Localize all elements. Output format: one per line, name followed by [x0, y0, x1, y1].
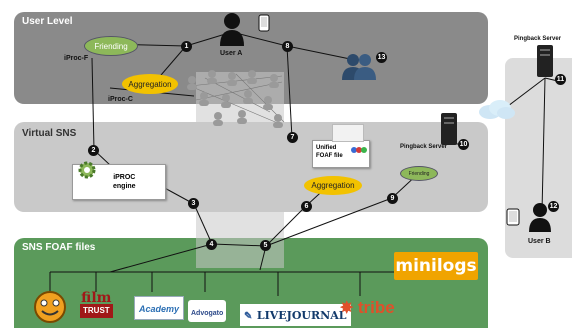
step-13: 13	[376, 52, 387, 63]
phone-icon	[258, 14, 270, 32]
user-level-label: User Level	[22, 16, 73, 27]
advogato-text: Advogato	[191, 310, 224, 317]
aggregation-oval-top: Aggregation	[122, 74, 178, 94]
tribe-star-icon: ✸	[340, 300, 354, 317]
user-network-icons	[187, 70, 283, 128]
smiley-logo	[34, 291, 66, 323]
step-6: 6	[301, 201, 312, 212]
step-3: 3	[188, 198, 199, 209]
livejournal-text: LIVEJOURNAL	[256, 309, 347, 322]
tablet-icon	[506, 208, 520, 226]
unified-foaf-label: Unified FOAF file	[316, 145, 343, 159]
unified-foaf-box: Unified FOAF file	[312, 140, 370, 168]
pingback-server-mid-icon	[441, 113, 457, 145]
step-2: 2	[88, 145, 99, 156]
academy-text: Academy	[139, 304, 180, 314]
pencil-icon: ✎	[244, 311, 253, 322]
film-text: film	[81, 290, 112, 306]
user-group-icon	[342, 54, 376, 80]
user-a-label: User A	[220, 50, 243, 57]
minilogs-logo: minilogs	[394, 252, 478, 280]
user-b-label: User B	[528, 238, 551, 245]
advogato-logo: Advogato	[188, 300, 227, 322]
gear-icon	[78, 161, 96, 179]
academy-logo: Academy	[134, 296, 185, 320]
tribe-text: tribe	[357, 298, 395, 317]
trust-text: TRUST	[80, 304, 113, 318]
livejournal-logo: ✎ LIVEJOURNAL	[240, 304, 351, 326]
foaf-logo-icon	[351, 147, 367, 153]
user-a-icon	[220, 13, 244, 46]
step-9: 9	[387, 193, 398, 204]
friending-oval-small: Friending	[400, 166, 438, 181]
film-trust-logo: film TRUST	[80, 290, 113, 318]
iproc-f-label: iProc-F	[64, 55, 89, 62]
pingback-server-mid-label: Pingback Server	[400, 144, 448, 150]
virtual-sns-label: Virtual SNS	[22, 128, 77, 139]
step-1: 1	[181, 41, 192, 52]
user-b-icon	[529, 203, 551, 232]
step-12: 12	[548, 201, 559, 212]
pingback-server-top-icon	[537, 45, 553, 77]
step-11: 11	[555, 74, 566, 85]
aggregation-oval-mid: Aggregation	[304, 176, 362, 195]
step-5: 5	[260, 240, 271, 251]
friending-oval-top: Friending	[84, 36, 138, 56]
step-10: 10	[458, 139, 469, 150]
minilogs-text: minilogs	[395, 256, 477, 276]
step-8: 8	[282, 41, 293, 52]
step-7: 7	[287, 132, 298, 143]
pingback-server-top-label: Pingback Server	[514, 36, 562, 42]
cloud-icon	[479, 100, 515, 119]
foaf-files-label: SNS FOAF files	[22, 242, 96, 253]
iproc-c-label: iProc-C	[108, 96, 133, 103]
iproc-engine-label: iPROC engine	[113, 174, 136, 190]
tribe-logo: ✸ tribe	[340, 298, 395, 318]
iproc-engine-box: iPROC engine	[72, 161, 166, 200]
step-4: 4	[206, 239, 217, 250]
foaf-document-stack	[332, 124, 364, 142]
